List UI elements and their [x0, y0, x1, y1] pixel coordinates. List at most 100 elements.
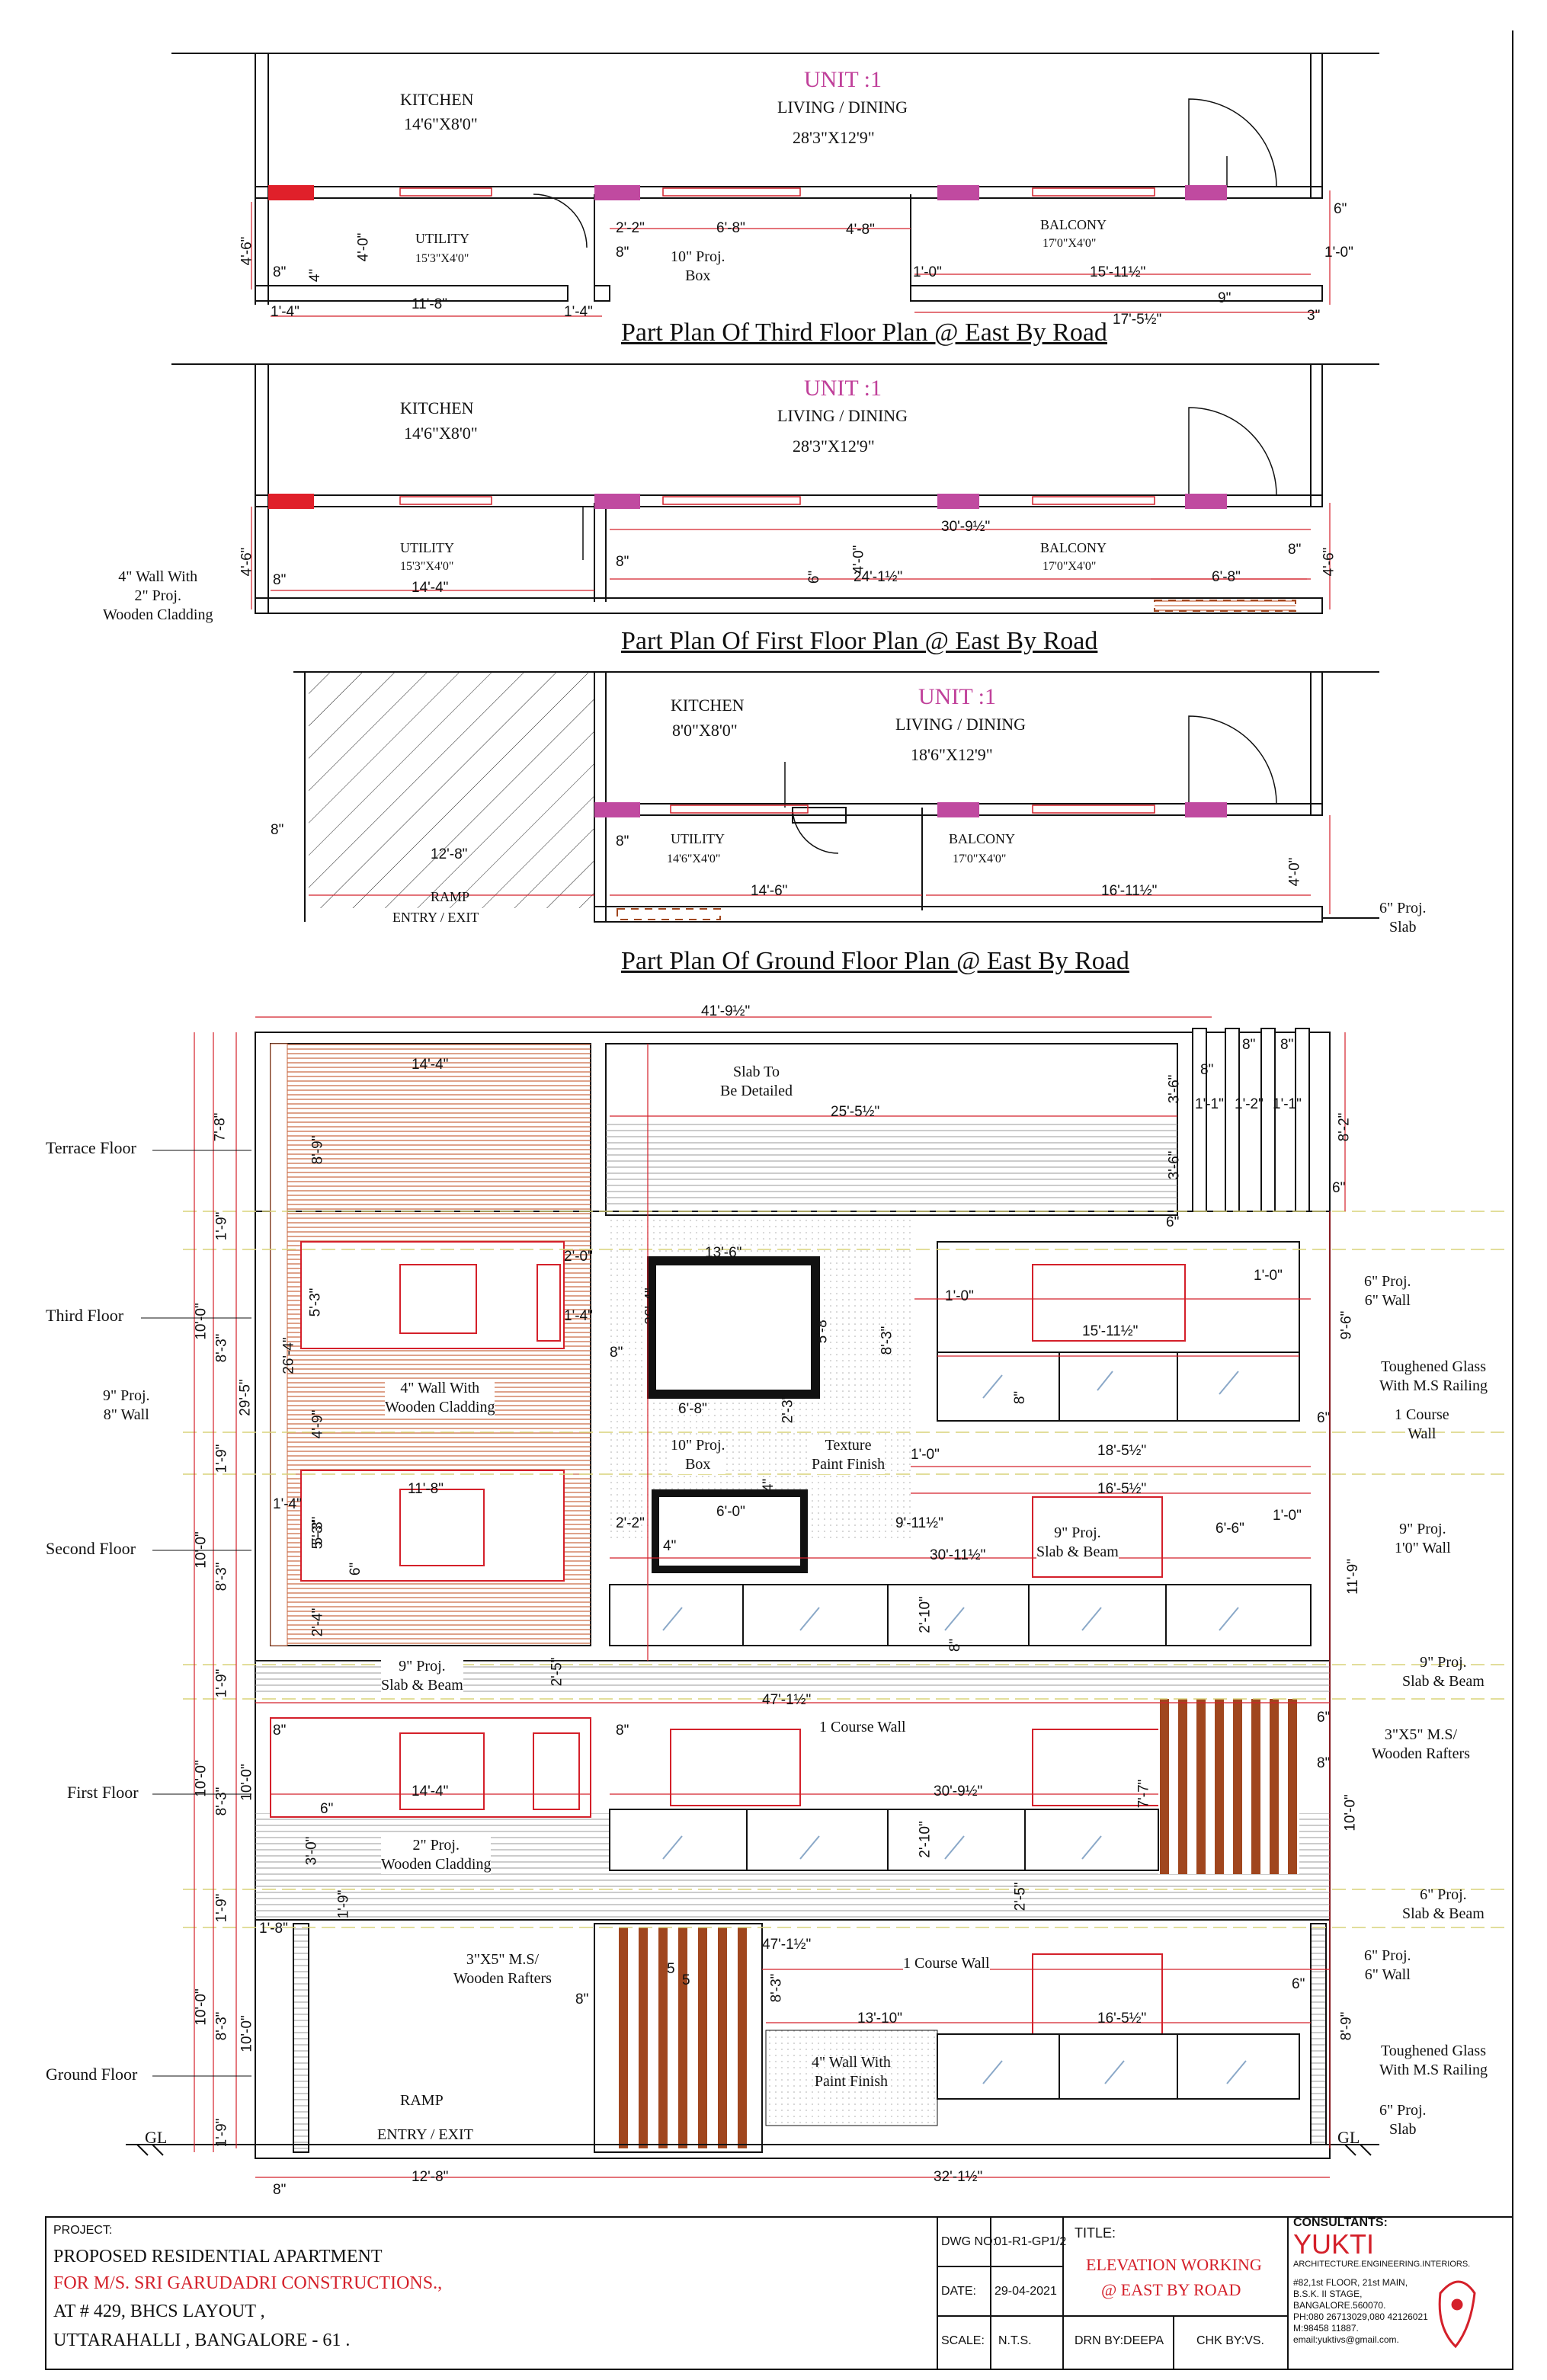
- dim: 1'-9": [213, 1211, 230, 1241]
- dim: 6'-0": [716, 1504, 745, 1520]
- inner-note-ramp: RAMP: [400, 2092, 444, 2109]
- third-unit-label: UNIT :1: [804, 67, 882, 92]
- right-note-3: 9" Proj. 1'0" Wall: [1395, 1521, 1451, 1556]
- dim: 1'-8": [259, 1921, 288, 1937]
- right-note-7: 6" Proj. 6" Wall: [1364, 1947, 1411, 1983]
- dim: 8'-3": [213, 1333, 230, 1363]
- dim: 8": [1288, 542, 1302, 558]
- dim: 12'-8": [412, 2169, 449, 2185]
- box-projection-second: [652, 1489, 808, 1573]
- consultants-label: CONSULTANTS:: [1293, 2216, 1388, 2229]
- right-note-6: 6" Proj. Slab & Beam: [1402, 1886, 1485, 1922]
- ground-balcony-label: BALCONY: [949, 831, 1016, 846]
- dim: 15'-11½": [1090, 264, 1146, 280]
- dim: 16'-5½": [1097, 1481, 1147, 1497]
- dim: 2'-4": [309, 1607, 326, 1637]
- dim: 1'-0": [911, 1447, 940, 1463]
- consultant-address-4: PH:080 26713029,080 42126021: [1293, 2311, 1428, 2322]
- dim: 8": [271, 822, 284, 838]
- dim: 41'-9½": [701, 1003, 751, 1019]
- inner-note-paint-wall: 4" Wall With Paint Finish: [812, 2054, 891, 2090]
- left-vertical-cladding: [270, 1043, 288, 1646]
- first-balcony-label: BALCONY: [1040, 540, 1107, 555]
- dim: 29'-5": [237, 1379, 254, 1416]
- dim: 2'-5": [1012, 1882, 1029, 1911]
- dim: 8": [616, 1723, 629, 1739]
- dim: 7'-8": [212, 1112, 229, 1142]
- dim: 2'-10": [917, 1596, 934, 1633]
- third-floor-dim-lines: [251, 190, 1331, 317]
- first-utility-size: 15'3"X4'0": [400, 560, 454, 573]
- inner-note-entry: ENTRY / EXIT: [377, 2126, 473, 2143]
- dim: 1'-0": [913, 264, 942, 280]
- dim: 4": [761, 1478, 777, 1492]
- dim: 4'-6": [239, 547, 255, 577]
- right-note-2: 1 Course Wall: [1395, 1406, 1449, 1442]
- dim: 14'-4": [412, 1057, 449, 1073]
- third-utility-size: 15'3"X4'0": [415, 252, 469, 265]
- dim: 5'-3": [307, 1288, 324, 1317]
- ground-living-size: 18'6"X12'9": [911, 745, 993, 764]
- ground-floor-windows: [1032, 1953, 1163, 2035]
- dim: 1'-0": [1273, 1508, 1302, 1524]
- ground-floor-columns: [594, 802, 1227, 920]
- dim: 4'-0": [355, 232, 372, 262]
- dim: 17'-5½": [1113, 312, 1162, 328]
- first-floor-columns: [268, 494, 1296, 612]
- dim: 3'-6": [1166, 1150, 1183, 1180]
- ground-utility-label: UTILITY: [671, 831, 725, 846]
- dim: 47'-1½": [762, 1937, 812, 1953]
- dim: 6": [1334, 201, 1347, 217]
- third-living-label: LIVING / DINING: [777, 98, 908, 117]
- dim: 2'-2": [616, 1515, 645, 1531]
- dim: 8": [1200, 1062, 1214, 1078]
- third-kitchen-size: 14'6"X8'0": [404, 114, 478, 133]
- consultant-tagline: ARCHITECTURE.ENGINEERING.INTERIORS.: [1293, 2260, 1471, 2269]
- consultant-address-2: B.S.K. II STAGE,: [1293, 2289, 1363, 2299]
- dim: 1'-4": [564, 304, 593, 320]
- third-plan-title: Part Plan Of Third Floor Plan @ East By …: [621, 318, 1107, 347]
- ground-kitchen-size: 8'0"X8'0": [672, 721, 738, 740]
- dim: 4'-6": [1321, 547, 1337, 577]
- level-lines: [183, 1211, 1509, 1928]
- inner-note-slab-beam-1: 9" Proj. Slab & Beam: [381, 1657, 463, 1695]
- inner-note-box: 10" Proj. Box: [671, 1436, 725, 1474]
- ground-floor-dim-lines: [309, 815, 1331, 914]
- dim: 26'-4": [642, 1288, 659, 1325]
- dim: 1'-9": [213, 2118, 230, 2148]
- dim: 6'-6": [1216, 1521, 1244, 1537]
- first-kitchen-size: 14'6"X8'0": [404, 424, 478, 443]
- dim: 8": [616, 833, 629, 849]
- third-utility-label: UTILITY: [415, 231, 469, 246]
- terrace-slab-band: [606, 1120, 1177, 1208]
- dim: 18'-5½": [1097, 1443, 1147, 1459]
- drawing-title-line-1: ELEVATION WORKING: [1086, 2255, 1262, 2274]
- dim: 12'-8": [431, 846, 468, 862]
- third-box-note: 10" Proj. Box: [671, 248, 725, 284]
- dim: 1'-9": [213, 1668, 230, 1698]
- dim: 6": [320, 1801, 334, 1817]
- ground-left-pier: [293, 1923, 309, 2153]
- dim: 30'-9½": [934, 1783, 983, 1799]
- dim: 5: [667, 1961, 675, 1977]
- dim: 13'-6": [705, 1245, 742, 1261]
- third-floor-plan: [171, 53, 1379, 305]
- drawn-by: DRN BY:DEEPA: [1075, 2334, 1164, 2347]
- left-note-wall: 9" Proj. 8" Wall: [103, 1387, 150, 1423]
- dim: 32'-1½": [934, 2169, 983, 2185]
- title-label: TITLE:: [1075, 2225, 1116, 2241]
- right-note-1: Toughened Glass With M.S Railing: [1379, 1358, 1488, 1394]
- ground-ramp-size: ENTRY / EXIT: [392, 910, 479, 925]
- dim: 2'-10": [917, 1821, 934, 1858]
- dim: 10'-0": [193, 1531, 210, 1569]
- scale-value: N.T.S.: [998, 2334, 1032, 2347]
- project-label: PROJECT:: [53, 2224, 113, 2237]
- dim: 1'-1": [1195, 1096, 1224, 1112]
- ground-slab-note: 6" Proj. Slab: [1379, 900, 1427, 936]
- first-floor-dim-lines: [251, 503, 1331, 609]
- dim: 4": [663, 1538, 677, 1554]
- level-third: Third Floor: [46, 1306, 124, 1325]
- dim: 8": [273, 2182, 287, 2198]
- level-ground: Ground Floor: [46, 2065, 138, 2084]
- client-name: FOR M/S. SRI GARUDADRI CONSTRUCTIONS.,: [53, 2273, 443, 2293]
